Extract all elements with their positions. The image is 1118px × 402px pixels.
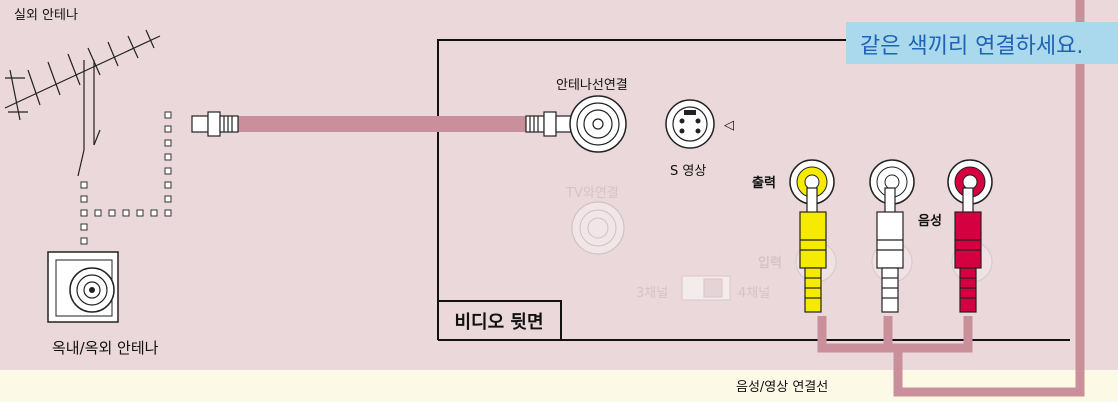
channel3-label: 3채널 [636,286,669,301]
antenna-in-jack-icon [569,95,627,153]
indoor-outdoor-antenna-label: 옥내/옥외 안테나 [52,339,159,357]
audio-label: 음성 [918,214,942,229]
bottom-strip [0,370,1118,402]
tv-out-jack-icon [571,201,625,255]
instruction-banner [846,22,1118,64]
av-cable [817,0,1085,397]
output-label: 출력 [752,176,776,191]
outdoor-antenna-label: 실외 안테나 [14,8,78,23]
coax-plug-left [191,111,239,137]
channel4-label: 4채널 [738,286,771,301]
antenna-coax-cable [236,116,528,132]
antenna-connection-label: 안테나선연결 [556,78,628,93]
coax-plug-right [525,111,573,137]
indoor-outdoor-antenna-jack-icon [47,251,119,323]
white-audio-plug-icon [876,187,904,313]
outdoor-antenna-icon [4,29,161,177]
av-cable-label: 음성/영상 연결선 [736,380,829,395]
red-audio-plug-icon [954,187,982,313]
channel-switch-icon [681,275,731,301]
s-video-label: S 영상 [670,164,707,179]
outdoor-antenna-cable [80,111,172,245]
vcr-body-outline [437,39,846,340]
input-label: 입력 [758,256,782,271]
yellow-video-plug-icon [799,187,827,313]
instruction-banner-text: 같은 색끼리 연결하세요. [860,34,1084,59]
arrow-icon: ◁ [724,118,734,133]
video-back-label: 비디오 뒷면 [438,300,562,340]
tv-connection-label: TV와연결 [566,186,619,201]
s-video-jack-icon [665,99,715,149]
